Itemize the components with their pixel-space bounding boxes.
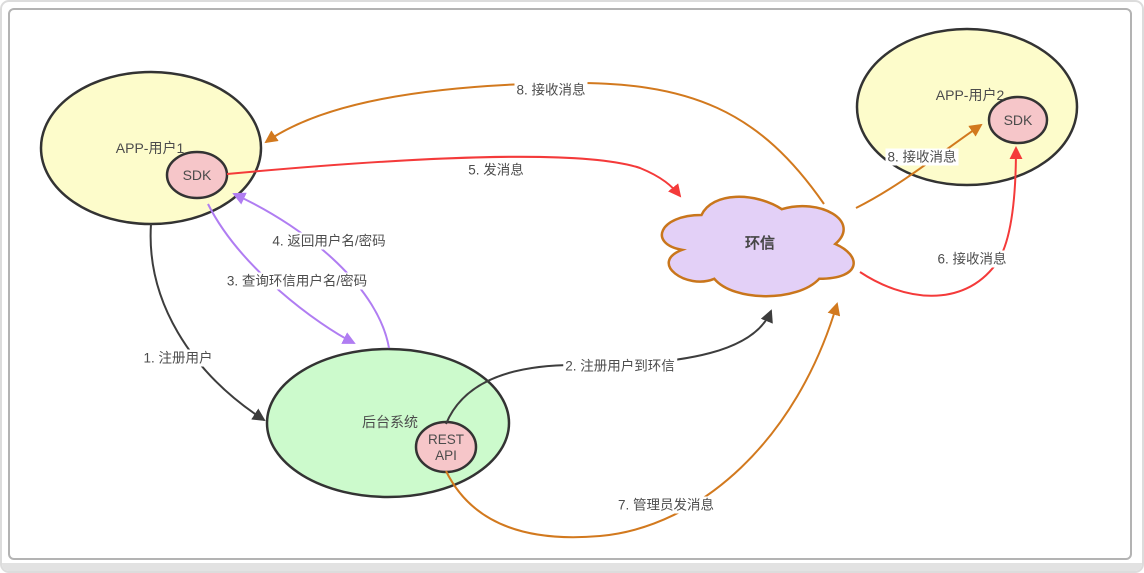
edge-label-push-message-user1: 8. 接收消息	[514, 81, 588, 99]
edge-register-user	[149, 223, 266, 422]
edge-label-send-message: 5. 发消息	[466, 161, 526, 179]
app-user2-node	[855, 27, 1079, 187]
rest-api-label-line1: REST	[428, 432, 464, 447]
window-bottom-edge	[2, 563, 1142, 571]
huanxin-label: 环信	[745, 234, 775, 252]
edge-push-message-user1	[264, 81, 825, 205]
edge-label-query-credentials: 3. 查询环信用户名/密码	[224, 272, 370, 290]
edge-label-push-message-user2: 8. 接收消息	[885, 148, 959, 166]
rest-api-label-line2: API	[435, 448, 457, 463]
nodes-layer	[39, 27, 1079, 499]
edge-label-register-user: 1. 注册用户	[141, 349, 215, 367]
edge-label-receive-message-user2: 6. 接收消息	[935, 250, 1009, 268]
edge-label-register-to-huanxin: 2. 注册用户到环信	[563, 357, 677, 375]
edge-query-credentials	[207, 203, 356, 344]
node-labels-layer: APP-用户1 APP-用户2 SDK SDK 环信 后台系统 REST API	[116, 87, 1033, 463]
sdk2-node	[987, 95, 1049, 145]
sdk2-label: SDK	[1004, 112, 1033, 128]
backend-label: 后台系统	[362, 414, 418, 430]
edge-label-return-credentials: 4. 返回用户名/密码	[270, 232, 388, 250]
app-user1-label: APP-用户1	[116, 140, 185, 156]
app-user2-label: APP-用户2	[936, 87, 1005, 103]
sdk1-label: SDK	[183, 167, 212, 183]
edge-admin-send-message	[445, 302, 841, 539]
edge-return-credentials	[232, 192, 390, 349]
edge-push-message-user2	[855, 123, 983, 209]
huanxin-cloud-node	[660, 195, 855, 298]
edge-label-admin-send-message: 7. 管理员发消息	[615, 496, 717, 514]
sdk1-node	[165, 150, 229, 200]
edge-send-message	[226, 155, 682, 198]
rest-api-node	[414, 420, 478, 474]
